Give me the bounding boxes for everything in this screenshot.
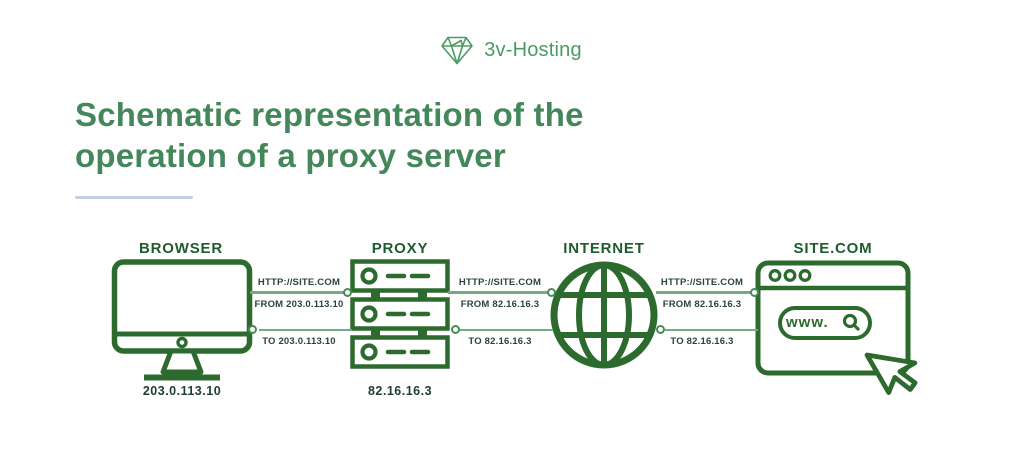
address-text: www.: [786, 314, 829, 331]
conn3-request-endpoint: [750, 288, 759, 297]
browser-ip-caption: 203.0.113.10: [142, 384, 222, 398]
browser-window-icon: [755, 260, 918, 395]
conn2-response-line: [460, 328, 553, 331]
mouse-pointer-icon: [864, 352, 918, 395]
conn3-request-line: [656, 291, 751, 294]
conn1-request-endpoint: [343, 288, 352, 297]
conn2-protocol-label: HTTP://SITE.COM: [458, 277, 542, 288]
brand-header: 3v-Hosting: [0, 34, 1021, 67]
node-label-proxy: PROXY: [371, 240, 429, 257]
conn3-protocol-label: HTTP://SITE.COM: [660, 277, 744, 288]
title-divider: [75, 196, 193, 199]
magnifier-icon: [842, 313, 860, 331]
conn3-from-label: FROM 82.16.16.3: [662, 299, 742, 310]
conn1-response-endpoint: [248, 325, 257, 334]
node-label-site: SITE.COM: [793, 240, 873, 257]
proxy-ip-caption: 82.16.16.3: [367, 384, 433, 398]
conn1-request-line: [250, 291, 345, 294]
gem-icon: [441, 36, 473, 65]
conn2-request-endpoint: [547, 288, 556, 297]
page-title: Schematic representation of the operatio…: [75, 96, 584, 174]
server-stack-icon: [350, 259, 450, 369]
brand-name: 3v-Hosting: [484, 39, 582, 61]
conn1-to-label: TO 203.0.113.10: [262, 336, 336, 347]
conn2-from-label: FROM 82.16.16.3: [460, 299, 540, 310]
conn2-request-line: [448, 291, 548, 294]
monitor-icon: [111, 259, 253, 381]
conn2-to-label: TO 82.16.16.3: [468, 336, 532, 347]
conn1-response-line: [259, 328, 352, 331]
globe-icon: [550, 261, 658, 369]
conn2-response-endpoint: [451, 325, 460, 334]
conn3-to-label: TO 82.16.16.3: [670, 336, 734, 347]
conn3-response-endpoint: [656, 325, 665, 334]
address-bar: [778, 306, 872, 340]
node-label-browser: BROWSER: [139, 240, 223, 257]
node-label-internet: INTERNET: [563, 240, 645, 257]
conn3-response-line: [665, 328, 758, 331]
conn1-protocol-label: HTTP://SITE.COM: [257, 277, 341, 288]
conn1-from-label: FROM 203.0.113.10: [254, 299, 344, 310]
